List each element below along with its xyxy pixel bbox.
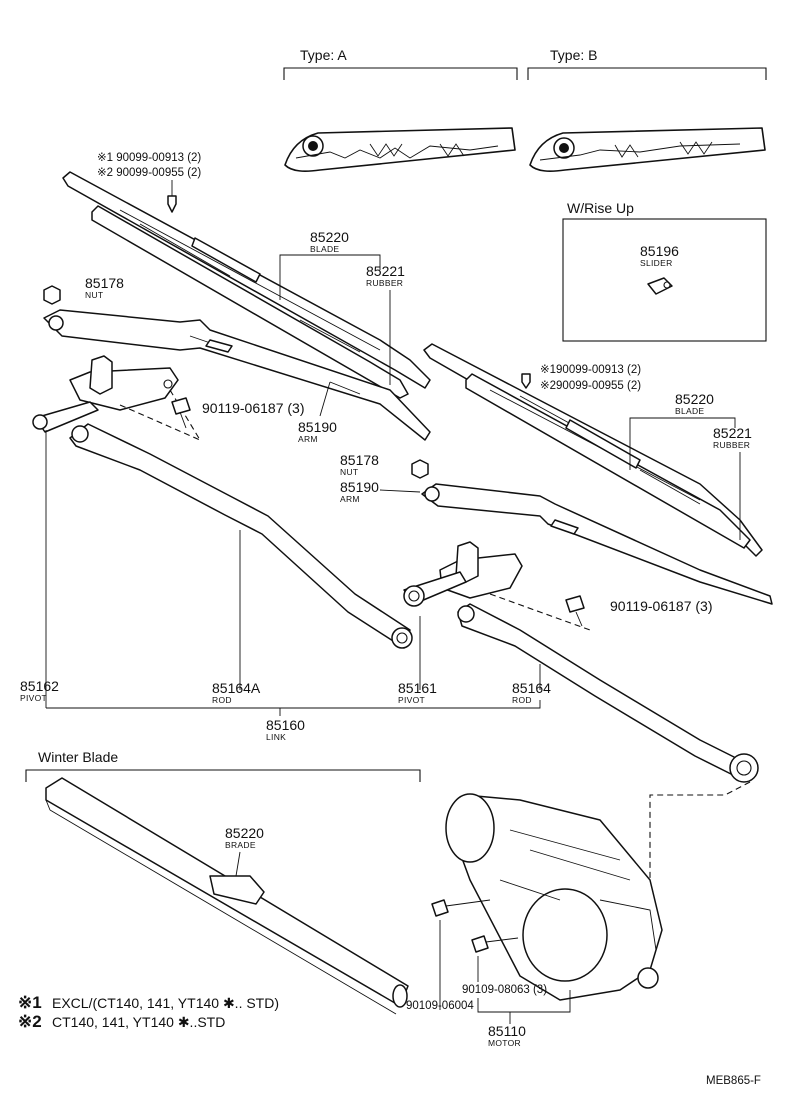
slider-icon [647,277,673,295]
part-85164A-number: 85164A [212,680,261,696]
motor-bolt-2 [471,935,489,953]
type-b-arm-end [529,127,766,172]
part-85178-number: 85178 [85,275,124,291]
right-wiper-arm [421,483,773,605]
rise-up-label: W/Rise Up [567,200,634,216]
wiper-arm [43,309,431,441]
type-a-section: Type: A [283,47,518,172]
motor-gear-housing [522,888,608,982]
part-85220-right-name: BLADE [675,406,704,416]
screw-right-label-1: ※190099-00913 (2) [540,364,641,376]
part-85162-name: PIVOT [20,693,47,703]
motor-bolt-1 [431,899,449,917]
type-b-bracket [527,67,767,80]
part-85220-name: BLADE [310,244,339,254]
part-85164-number: 85164 [512,680,551,696]
part-85190-right-name: ARM [340,494,360,504]
part-90109-08063-number: 90109-08063 (3) [462,984,547,996]
part-85190-name: ARM [298,434,318,444]
passenger-side-wiper: ※190099-00913 (2) ※290099-00955 (2) 8522… [340,343,773,900]
note-1-text: EXCL/(CT140, 141, YT140 ✱.. STD) [52,995,279,1011]
part-85196-number: 85196 [640,243,679,259]
note-1-mark: ※1 [18,993,42,1012]
part-85220-right-number: 85220 [675,391,714,407]
right-nut-icon [411,459,429,479]
winter-blade-section: Winter Blade 85220 BRADE [25,749,421,1015]
part-85220-number: 85220 [310,229,349,245]
motor-section: 90109-08063 (3) 90109-06004 85110 MOTOR [406,793,663,1048]
pivot-shaft [89,355,113,395]
screw-label-2: ※2 90099-00955 (2) [97,167,201,179]
part-85160-number: 85160 [266,717,305,733]
type-a-label: Type: A [300,47,347,63]
screw-right-icon [521,373,531,389]
right-blade-rubber [465,373,751,549]
part-90119-number: 90119-06187 (3) [202,400,304,416]
bolt-icon [171,397,191,415]
winter-blade-label: Winter Blade [38,749,118,765]
part-85178-name: NUT [85,290,103,300]
screw-label-1: ※1 90099-00913 (2) [97,152,201,164]
part-85161-number: 85161 [398,680,437,696]
type-a-arm-end [284,127,516,172]
type-a-bracket [283,67,518,80]
part-85221-name: RUBBER [366,278,403,288]
part-85221-right-name: RUBBER [713,440,750,450]
link-labels: 85162 PIVOT 85164A ROD 85161 PIVOT 85164… [20,430,551,742]
part-85161-name: PIVOT [398,695,425,705]
part-85190-number: 85190 [298,419,337,435]
part-85190-right-number: 85190 [340,479,379,495]
diagram-code: MEB865-F [706,1075,761,1087]
part-85221-right-number: 85221 [713,425,752,441]
part-85110-name: MOTOR [488,1038,521,1048]
part-85220-winter-name: BRADE [225,840,256,850]
part-85162-number: 85162 [20,678,59,694]
part-85160-name: LINK [266,732,286,742]
type-b-label: Type: B [550,47,597,63]
type-b-section: Type: B [527,47,767,172]
footnotes: ※1 EXCL/(CT140, 141, YT140 ✱.. STD) ※2 C… [18,993,279,1031]
type-a-spring [295,145,499,159]
right-bolt-icon [565,595,585,613]
screw-icon [167,195,177,213]
part-85196-name: SLIDER [640,258,673,268]
part-85178-right-name: NUT [340,467,358,477]
rise-up-box [562,218,767,342]
nut-icon [43,285,61,305]
part-90119-right-number: 90119-06187 (3) [610,598,712,614]
part-85221-number: 85221 [366,263,405,279]
wiper-blade-rubber [91,205,409,399]
part-85164-name: ROD [512,695,532,705]
part-85220-winter-number: 85220 [225,825,264,841]
part-85178-right-number: 85178 [340,452,379,468]
driver-side-wiper: ※1 90099-00913 (2) ※2 90099-00955 (2) 85… [32,152,431,649]
part-85164A-name: ROD [212,695,232,705]
wiper-blade-frame [62,171,431,389]
note-2-text: CT140, 141, YT140 ✱..STD [52,1014,225,1030]
part-85110-number: 85110 [488,1023,526,1039]
rise-up-section: W/Rise Up 85196 SLIDER [562,200,767,342]
winter-blade-clip [209,875,265,905]
note-2-mark: ※2 [18,1012,42,1031]
winter-blade-bracket [25,769,421,782]
screw-right-label-2: ※290099-00955 (2) [540,380,641,392]
link-rod-85164 [457,603,741,777]
